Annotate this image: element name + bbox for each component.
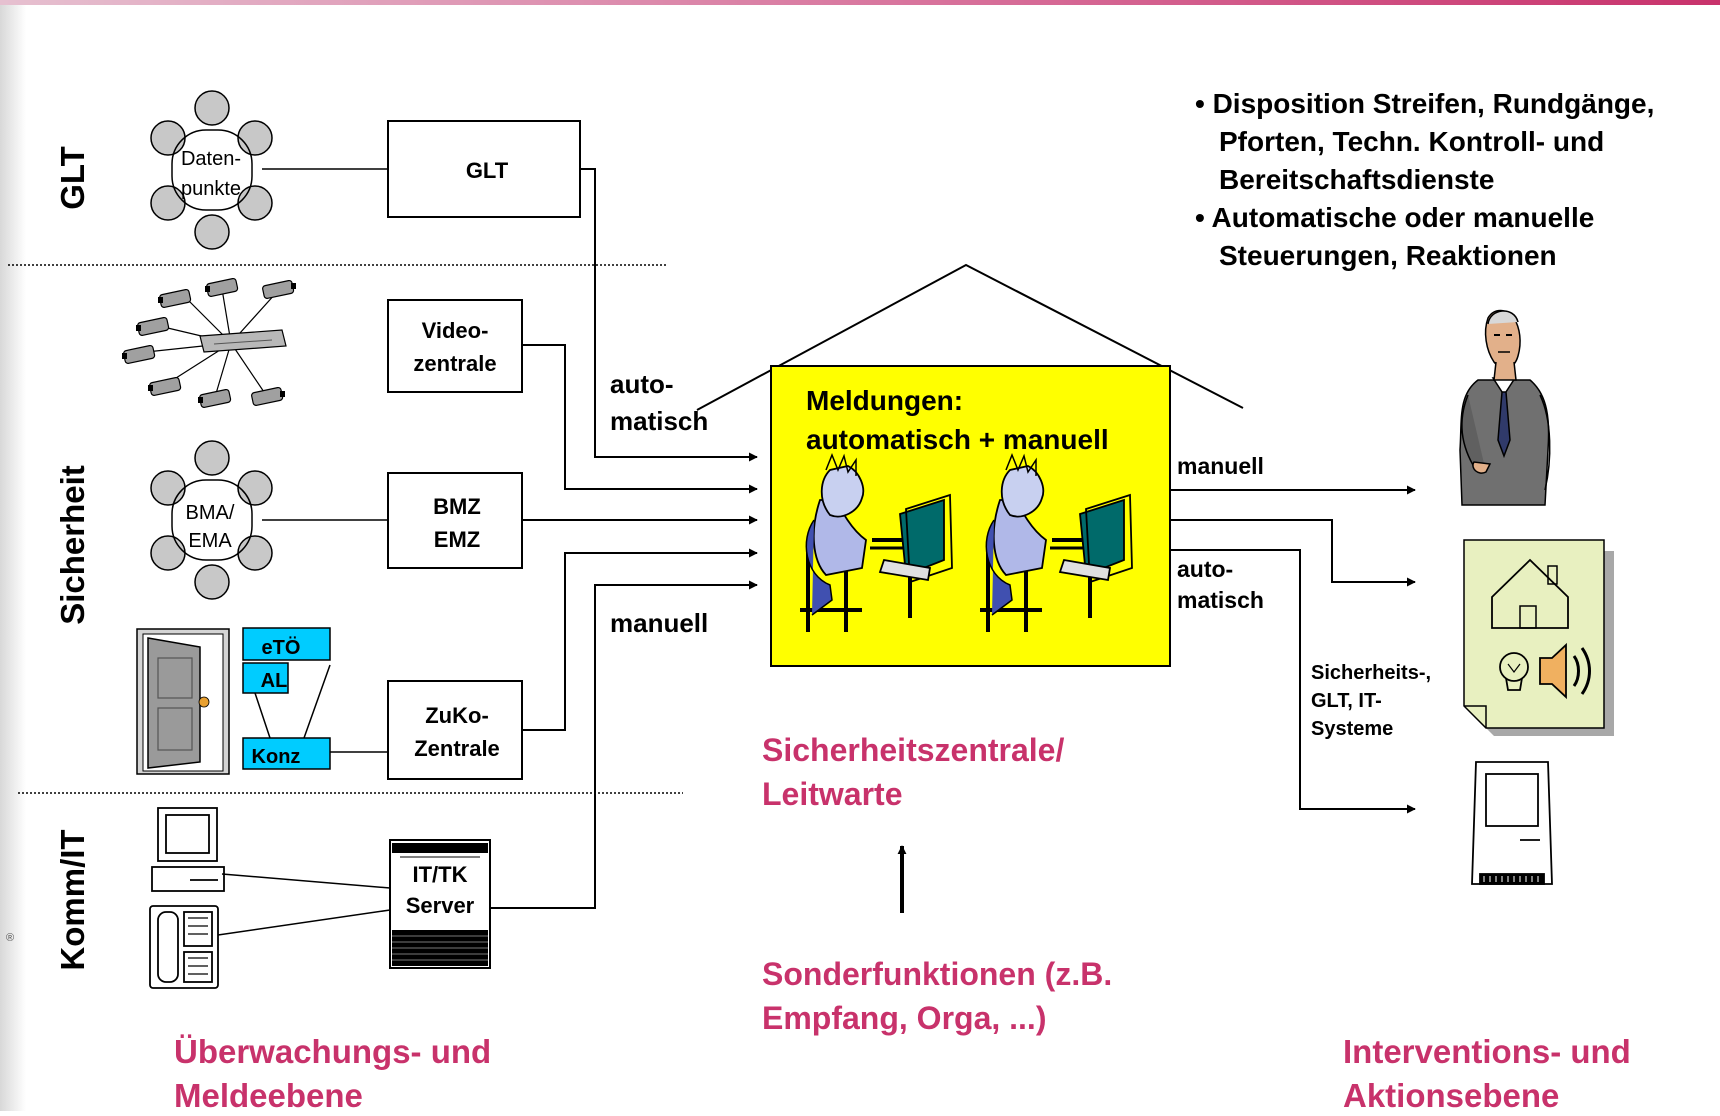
bullet-1-line-3: Bereitschaftsdienste	[1219, 164, 1494, 195]
glt-box-label: GLT	[466, 158, 509, 183]
sonder-caption-2: Empfang, Orga, ...)	[762, 1000, 1046, 1036]
bma-ema-ring-icon	[150, 440, 273, 600]
label-manuell-in: manuell	[610, 608, 708, 638]
label-auto-out-2: matisch	[1177, 587, 1264, 613]
meldungen-title-2: automatisch + manuell	[806, 424, 1109, 455]
section-label-sicherheit: Sicherheit	[54, 465, 91, 625]
bma-label-2: EMA	[188, 530, 232, 552]
footer-left-1: Überwachungs- und	[174, 1033, 491, 1070]
bmz-label: BMZ	[433, 494, 481, 519]
bullet-1-line-2: Pforten, Techn. Kontroll- und	[1219, 126, 1604, 157]
door-icon	[136, 628, 230, 775]
label-manuell-out: manuell	[1177, 453, 1264, 479]
tag-konz: Konz	[252, 746, 301, 768]
tag-etoe: eTÖ	[262, 636, 301, 659]
videozentrale-label-2: zentrale	[413, 351, 496, 376]
document-house-icon	[1463, 539, 1614, 736]
footer-left-2: Meldeebene	[174, 1077, 363, 1111]
camera-network-icon	[122, 277, 296, 409]
section-label-glt: GLT	[54, 146, 91, 210]
footer-right-2: Aktionsebene	[1343, 1077, 1559, 1111]
bma-label-1: BMA/	[186, 502, 235, 524]
bullet-2-line-1: • Automatische oder manuelle	[1195, 202, 1594, 233]
bullet-2-line-2: Steuerungen, Reaktionen	[1219, 240, 1557, 271]
zuko-tags	[242, 627, 331, 770]
sonder-caption-1: Sonderfunktionen (z.B.	[762, 956, 1112, 992]
computer-terminal-icon	[1471, 761, 1553, 885]
businessman-icon	[1459, 309, 1551, 506]
pc-icon	[151, 807, 225, 892]
label-auto-out-1: auto-	[1177, 556, 1233, 582]
phone-icon	[149, 905, 219, 989]
footer-right-1: Interventions- und	[1343, 1033, 1631, 1070]
pc-link	[221, 873, 391, 889]
top-accent-bar	[0, 0, 1720, 5]
datenpunkte-ring-icon	[150, 90, 273, 250]
zentrale-caption-1: Sicherheitszentrale/	[762, 732, 1064, 768]
bmz-emz-box	[387, 472, 523, 569]
section-label-komm: Komm/IT	[54, 829, 91, 970]
zuko-box	[387, 680, 523, 780]
zuko-label-2: Zentrale	[414, 736, 500, 761]
zentrale-caption-2: Leitwarte	[762, 776, 902, 812]
systeme-label-2: GLT, IT-	[1311, 690, 1382, 712]
label-auto-in-2: matisch	[610, 406, 708, 436]
emz-label: EMZ	[434, 527, 480, 552]
operator-icon-2	[980, 452, 1133, 632]
tag-al: AL	[261, 670, 288, 692]
output-routing-lines	[1170, 485, 1416, 814]
registered-mark: ®	[6, 932, 14, 944]
videozentrale-label-1: Video-	[422, 318, 489, 343]
input-routing-lines	[490, 168, 758, 909]
systeme-label-1: Sicherheits-,	[1311, 662, 1431, 684]
zuko-label-1: ZuKo-	[425, 703, 489, 728]
label-auto-in-1: auto-	[610, 369, 674, 399]
ittk-label-1: IT/TK	[413, 862, 468, 887]
phone-link	[217, 909, 391, 936]
left-gradient-strip	[0, 5, 26, 1111]
datenpunkte-label-2: punkte	[181, 178, 241, 200]
videozentrale-box	[387, 299, 523, 393]
roof-shape	[696, 263, 1244, 411]
systeme-label-3: Systeme	[1311, 718, 1393, 740]
datenpunkte-label-1: Daten-	[181, 148, 241, 170]
meldungen-title-1: Meldungen:	[806, 385, 963, 416]
bullet-1-line-1: • Disposition Streifen, Rundgänge,	[1195, 88, 1654, 119]
operator-icon-1	[800, 452, 953, 632]
ittk-label-2: Server	[406, 893, 475, 918]
ittk-server-box	[389, 839, 491, 969]
